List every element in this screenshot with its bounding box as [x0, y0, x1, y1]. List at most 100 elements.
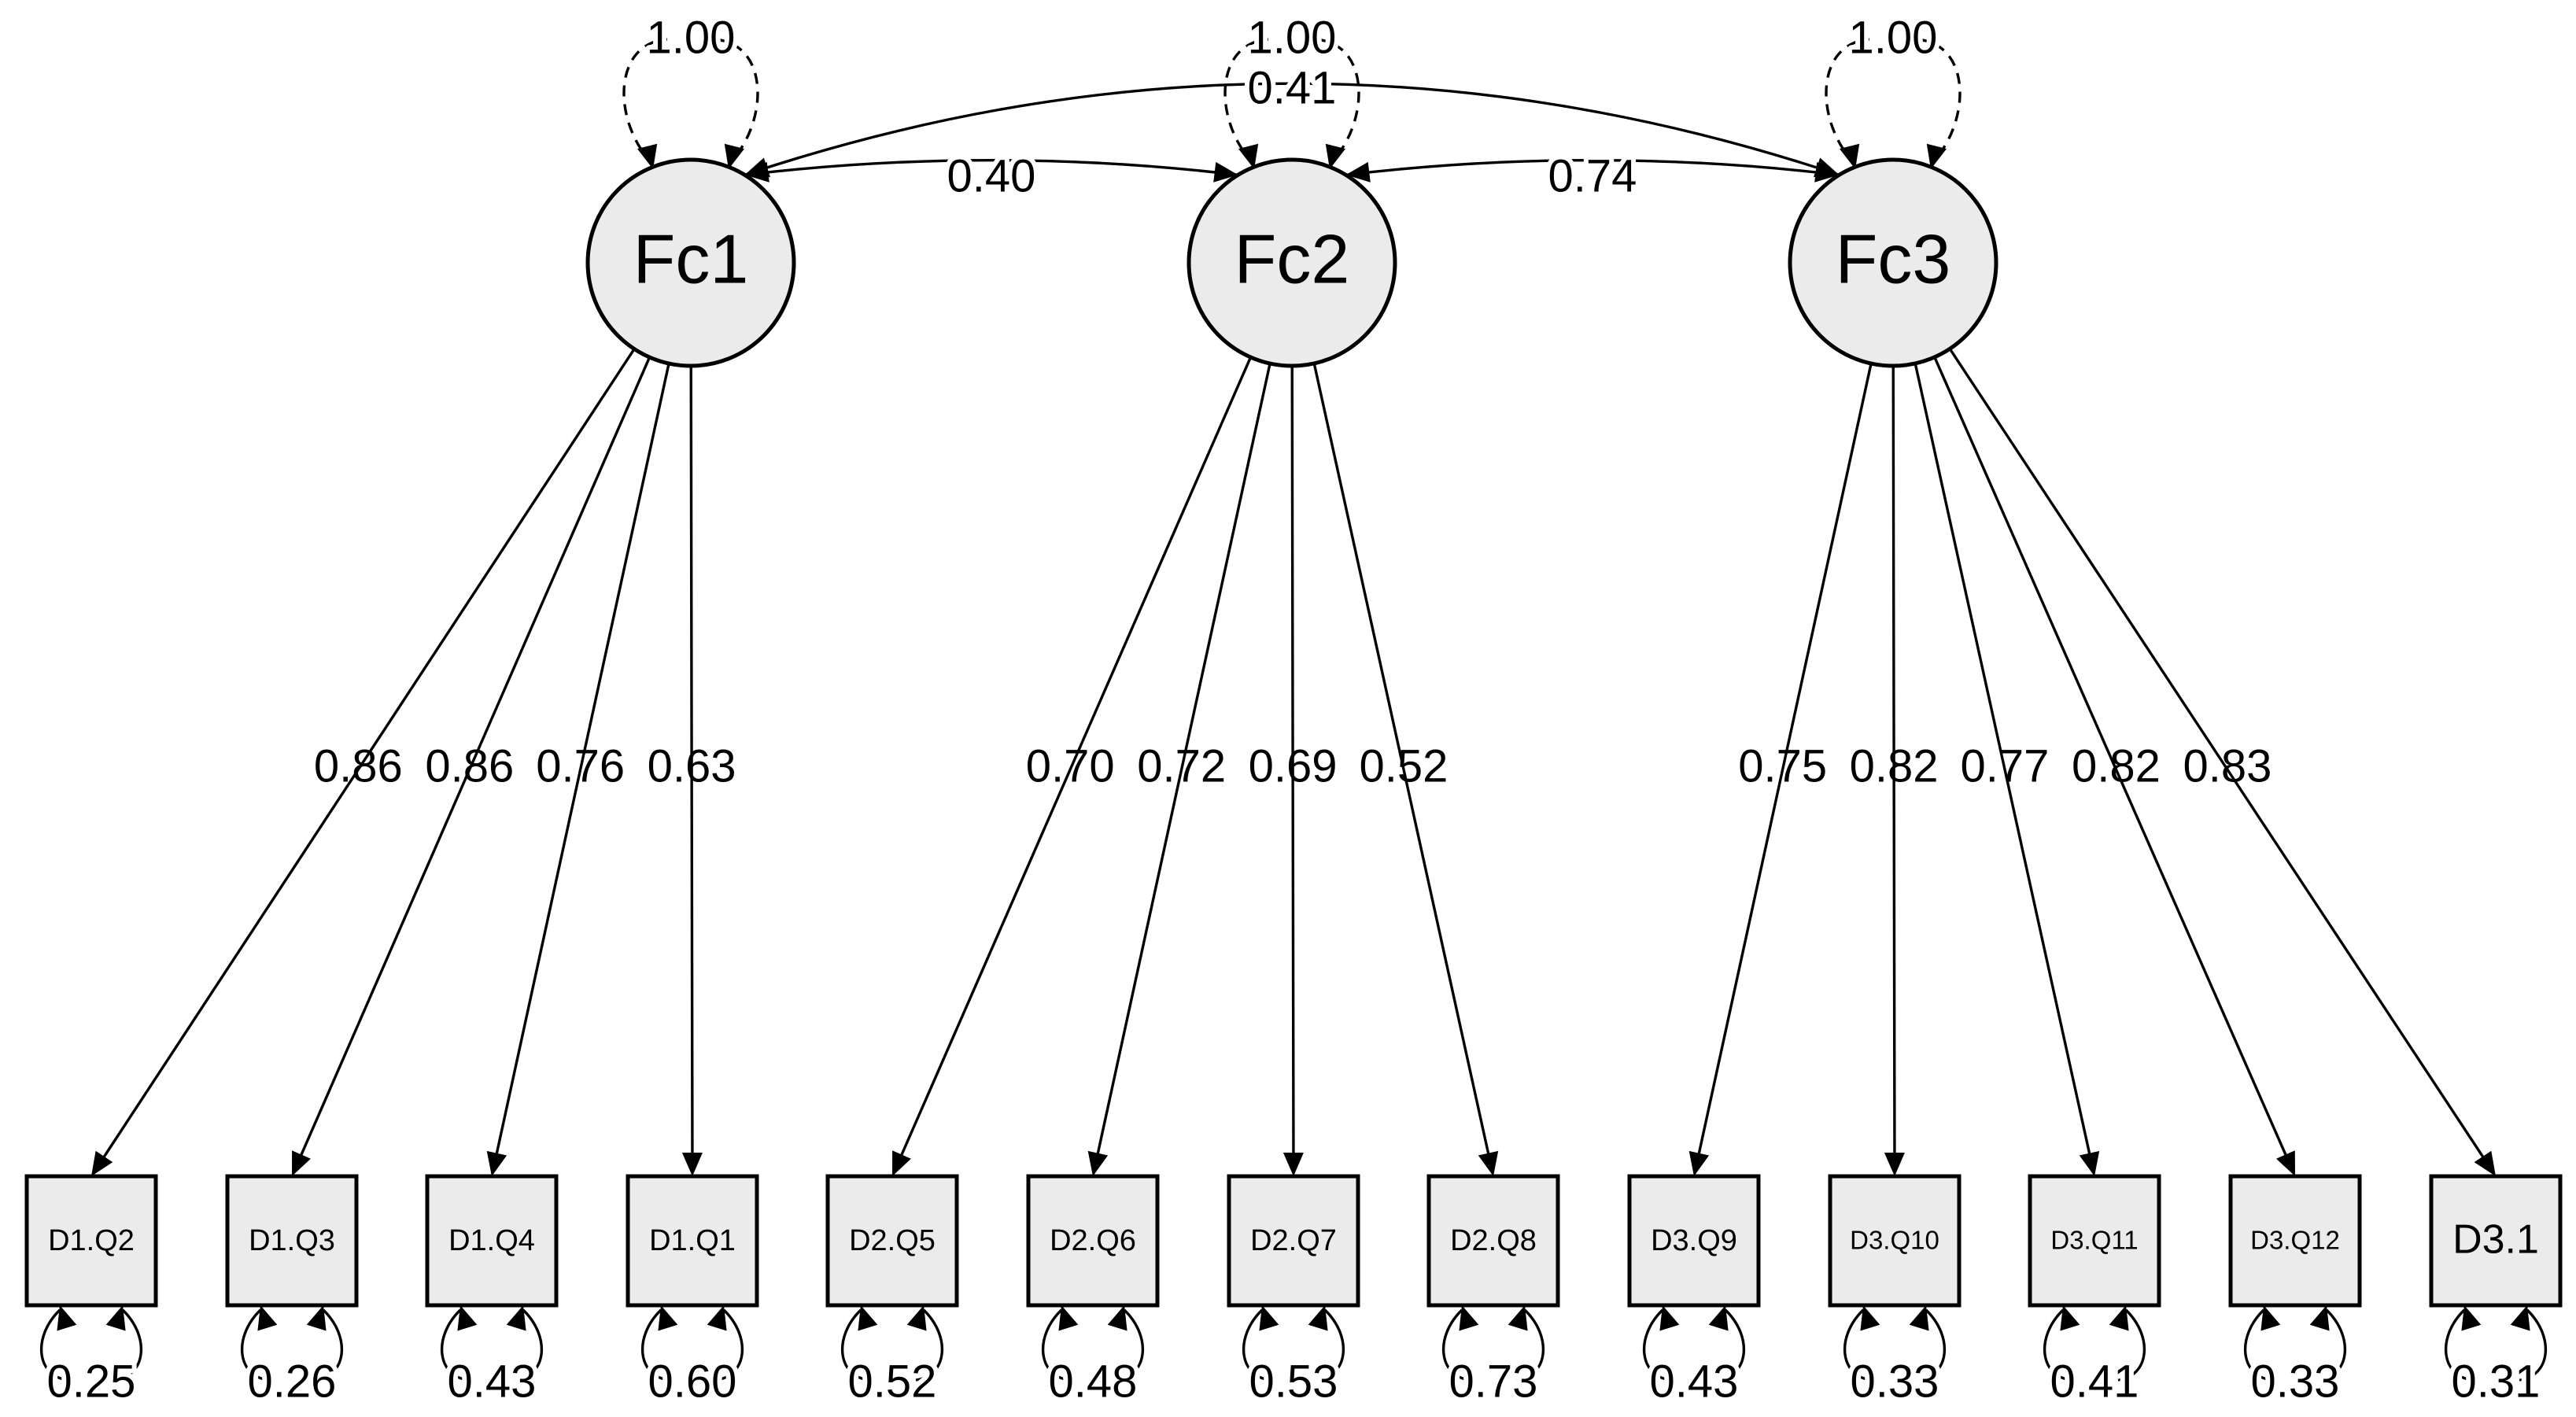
- residual-loop: [1042, 1308, 1144, 1382]
- indicator-node-d1-q4: [425, 1174, 559, 1308]
- residual-loop: [1643, 1308, 1745, 1382]
- loading-line: [1290, 365, 1295, 1174]
- residual-label: 0.53: [1249, 1356, 1338, 1407]
- covariance-label: 0.40: [947, 150, 1036, 201]
- residual-label: 0.41: [2050, 1356, 2139, 1407]
- loading-label: 0.52: [1360, 740, 1449, 792]
- residual-label: 0.26: [248, 1356, 337, 1407]
- indicator-label: D3.Q9: [1651, 1224, 1737, 1257]
- factor-variance-label: 1.00: [1248, 12, 1337, 63]
- residual-loop: [841, 1308, 943, 1382]
- indicator-label: D2.Q6: [1050, 1224, 1136, 1257]
- residual-loop: [241, 1308, 343, 1382]
- residual-loop: [2043, 1308, 2146, 1382]
- indicator-label: D3.Q11: [2050, 1226, 2138, 1255]
- loading-arrowhead: [892, 1150, 911, 1176]
- variance-arrowhead: [724, 143, 744, 169]
- residual-loop: [2445, 1308, 2547, 1382]
- loading-line: [1891, 365, 1896, 1174]
- indicator-node-d3-1: [2429, 1174, 2563, 1308]
- loading-line: [1914, 363, 2095, 1174]
- loading-label: 0.83: [2183, 740, 2272, 792]
- residual-arrowhead: [1659, 1305, 1680, 1331]
- residual-arrowhead: [2309, 1305, 2330, 1331]
- residual-label: 0.60: [648, 1356, 737, 1407]
- variance-arrowhead: [637, 143, 658, 169]
- factor-variance-label: 1.00: [647, 12, 736, 63]
- residual-label: 0.48: [1049, 1356, 1138, 1407]
- factor-node-fc2: [1187, 157, 1397, 368]
- loading-line: [1933, 356, 2295, 1175]
- factor-label: Fc1: [633, 220, 749, 297]
- indicator-label: D2.Q5: [849, 1224, 936, 1257]
- residual-arrowhead: [1508, 1305, 1528, 1331]
- factor-label: Fc2: [1234, 220, 1350, 297]
- loading-label: 0.86: [314, 740, 403, 792]
- residual-loop: [2244, 1308, 2346, 1382]
- variance-arrowhead: [1325, 143, 1345, 169]
- loading-line: [892, 356, 1253, 1175]
- residual-label: 0.33: [1851, 1356, 1939, 1407]
- loading-line: [1312, 363, 1494, 1174]
- residual-label: 0.31: [2452, 1356, 2541, 1407]
- loading-line: [689, 365, 694, 1174]
- residual-arrowhead: [257, 1305, 278, 1331]
- indicator-label: D2.Q8: [1450, 1224, 1537, 1257]
- residual-loop: [1242, 1308, 1345, 1382]
- indicator-node-d3-q12: [2228, 1174, 2362, 1308]
- residual-label: 0.43: [448, 1356, 537, 1407]
- loading-line: [91, 348, 636, 1175]
- indicator-node-d3-q11: [2028, 1174, 2161, 1308]
- loading-arrowhead: [1688, 1150, 1710, 1176]
- variance-arrowhead: [1926, 143, 1947, 169]
- loading-arrowhead: [1282, 1153, 1304, 1176]
- residual-loop: [40, 1308, 142, 1382]
- residual-arrowhead: [1308, 1305, 1328, 1331]
- edges-layer: [40, 38, 2547, 1382]
- indicator-label: D3.1: [2452, 1217, 2539, 1263]
- residual-arrowhead: [2109, 1305, 2129, 1331]
- covariance-curve: [744, 82, 1840, 176]
- loading-arrowhead: [2276, 1150, 2295, 1176]
- loading-arrowhead: [292, 1150, 311, 1176]
- indicator-label: D3.Q12: [2250, 1226, 2340, 1255]
- loading-line: [292, 356, 651, 1175]
- indicator-node-d2-q5: [825, 1174, 959, 1308]
- indicator-node-d3-q9: [1627, 1174, 1761, 1308]
- residual-arrowhead: [2060, 1305, 2080, 1331]
- factor-node-fc1: [585, 157, 796, 368]
- loading-arrowhead: [2079, 1150, 2100, 1176]
- residual-arrowhead: [1459, 1305, 1479, 1331]
- loading-label: 0.75: [1738, 740, 1827, 792]
- residual-arrowhead: [306, 1305, 327, 1331]
- indicator-node-d1-q1: [626, 1174, 759, 1308]
- residual-arrowhead: [1259, 1305, 1279, 1331]
- covariance-curve: [1345, 158, 1840, 176]
- loading-label: 0.70: [1026, 740, 1115, 792]
- residual-arrowhead: [57, 1305, 77, 1331]
- residual-arrowhead: [1058, 1305, 1079, 1331]
- residual-arrowhead: [707, 1305, 727, 1331]
- residual-arrowhead: [2260, 1305, 2281, 1331]
- indicator-label: D1.Q1: [649, 1224, 736, 1257]
- loading-arrowhead: [1478, 1150, 1499, 1176]
- residual-arrowhead: [906, 1305, 927, 1331]
- indicator-node-d2-q7: [1227, 1174, 1360, 1308]
- residual-label: 0.25: [47, 1356, 136, 1407]
- residual-arrowhead: [2461, 1305, 2482, 1331]
- indicator-node-d2-q8: [1426, 1174, 1560, 1308]
- indicator-label: D1.Q2: [48, 1224, 135, 1257]
- loading-label: 0.82: [1850, 740, 1939, 792]
- residual-loop: [1843, 1308, 1946, 1382]
- covariance-label: 0.41: [1248, 62, 1337, 113]
- factor-label: Fc3: [1836, 220, 1951, 297]
- residual-arrowhead: [1860, 1305, 1880, 1331]
- loading-arrowhead: [681, 1153, 703, 1176]
- residual-arrowhead: [858, 1305, 878, 1331]
- covariance-label: 0.74: [1548, 150, 1637, 201]
- residual-label: 0.73: [1449, 1356, 1538, 1407]
- residual-label: 0.33: [2251, 1356, 2340, 1407]
